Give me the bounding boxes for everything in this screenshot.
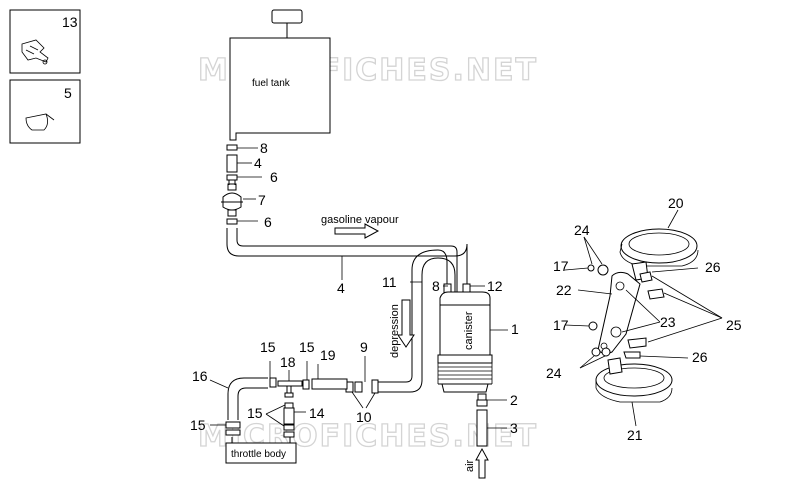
- part-number-6: 6: [270, 169, 278, 185]
- part-number-25: 25: [726, 317, 742, 333]
- legend-box-5: 5: [9, 79, 81, 144]
- part-number-16: 16: [192, 368, 208, 384]
- part-number-26: 26: [692, 349, 708, 365]
- canister-label: canister: [463, 311, 475, 350]
- mounting-clamp-top: [619, 228, 699, 281]
- part-number-15: 15: [299, 339, 315, 355]
- part-number-18: 18: [280, 354, 296, 370]
- part-number-19: 19: [320, 347, 336, 363]
- part-number-8: 8: [260, 140, 268, 156]
- part-number-21: 21: [627, 427, 643, 443]
- fuel-tank-label: fuel tank: [252, 78, 291, 89]
- part-number-3: 3: [510, 420, 518, 436]
- leader-lines-right: [564, 209, 723, 427]
- throttle-body-label: throttle body: [231, 449, 286, 460]
- part-number-20: 20: [668, 195, 684, 211]
- part-number-24: 24: [574, 222, 590, 238]
- part-number-13: 13: [62, 14, 78, 30]
- air-label: air: [464, 459, 476, 472]
- part-number-9: 9: [360, 339, 368, 355]
- throttle-body: throttle body: [225, 437, 297, 464]
- part-number-2: 2: [510, 392, 518, 408]
- tank-hose-chain: [221, 144, 243, 225]
- part-number-26: 26: [705, 259, 721, 275]
- bolts-and-washers: [587, 264, 665, 359]
- throttle-hose-assembly: [225, 377, 379, 438]
- part-number-15: 15: [190, 417, 206, 433]
- canister: canister: [437, 283, 493, 393]
- air-arrow: [475, 447, 489, 479]
- part-number-15: 15: [247, 405, 263, 421]
- depression-arrow: [397, 299, 415, 348]
- part-number-6: 6: [264, 214, 272, 230]
- part-number-8: 8: [432, 278, 440, 294]
- part-number-23: 23: [660, 314, 676, 330]
- air-hose: air: [464, 393, 489, 479]
- part-number-4: 4: [337, 280, 345, 296]
- part-number-17: 17: [553, 317, 569, 333]
- part-number-15: 15: [260, 339, 276, 355]
- depression-label: depression: [389, 304, 401, 358]
- fuel-tank: fuel tank: [229, 9, 331, 141]
- part-number-7: 7: [258, 192, 266, 208]
- legend-box-13: 13: [9, 9, 81, 74]
- part-number-5: 5: [64, 85, 72, 101]
- part-number-1: 1: [511, 321, 519, 337]
- part-number-17: 17: [553, 258, 569, 274]
- hose-4: [226, 228, 468, 292]
- vapour-arrow: [334, 223, 380, 239]
- part-number-14: 14: [309, 405, 325, 421]
- part-number-22: 22: [556, 282, 572, 298]
- part-number-12: 12: [487, 278, 503, 294]
- part-number-24: 24: [546, 365, 562, 381]
- cap-icon: [25, 113, 55, 131]
- clip-icon: [21, 39, 49, 65]
- leader-lines-left: [209, 147, 508, 429]
- mounting-clamp-bottom: [595, 357, 673, 403]
- part-number-10: 10: [356, 409, 372, 425]
- hose-11: [377, 257, 456, 393]
- part-number-11: 11: [382, 274, 397, 290]
- part-number-4: 4: [254, 155, 262, 171]
- gasoline-vapour-label: gasoline vapour: [321, 214, 399, 226]
